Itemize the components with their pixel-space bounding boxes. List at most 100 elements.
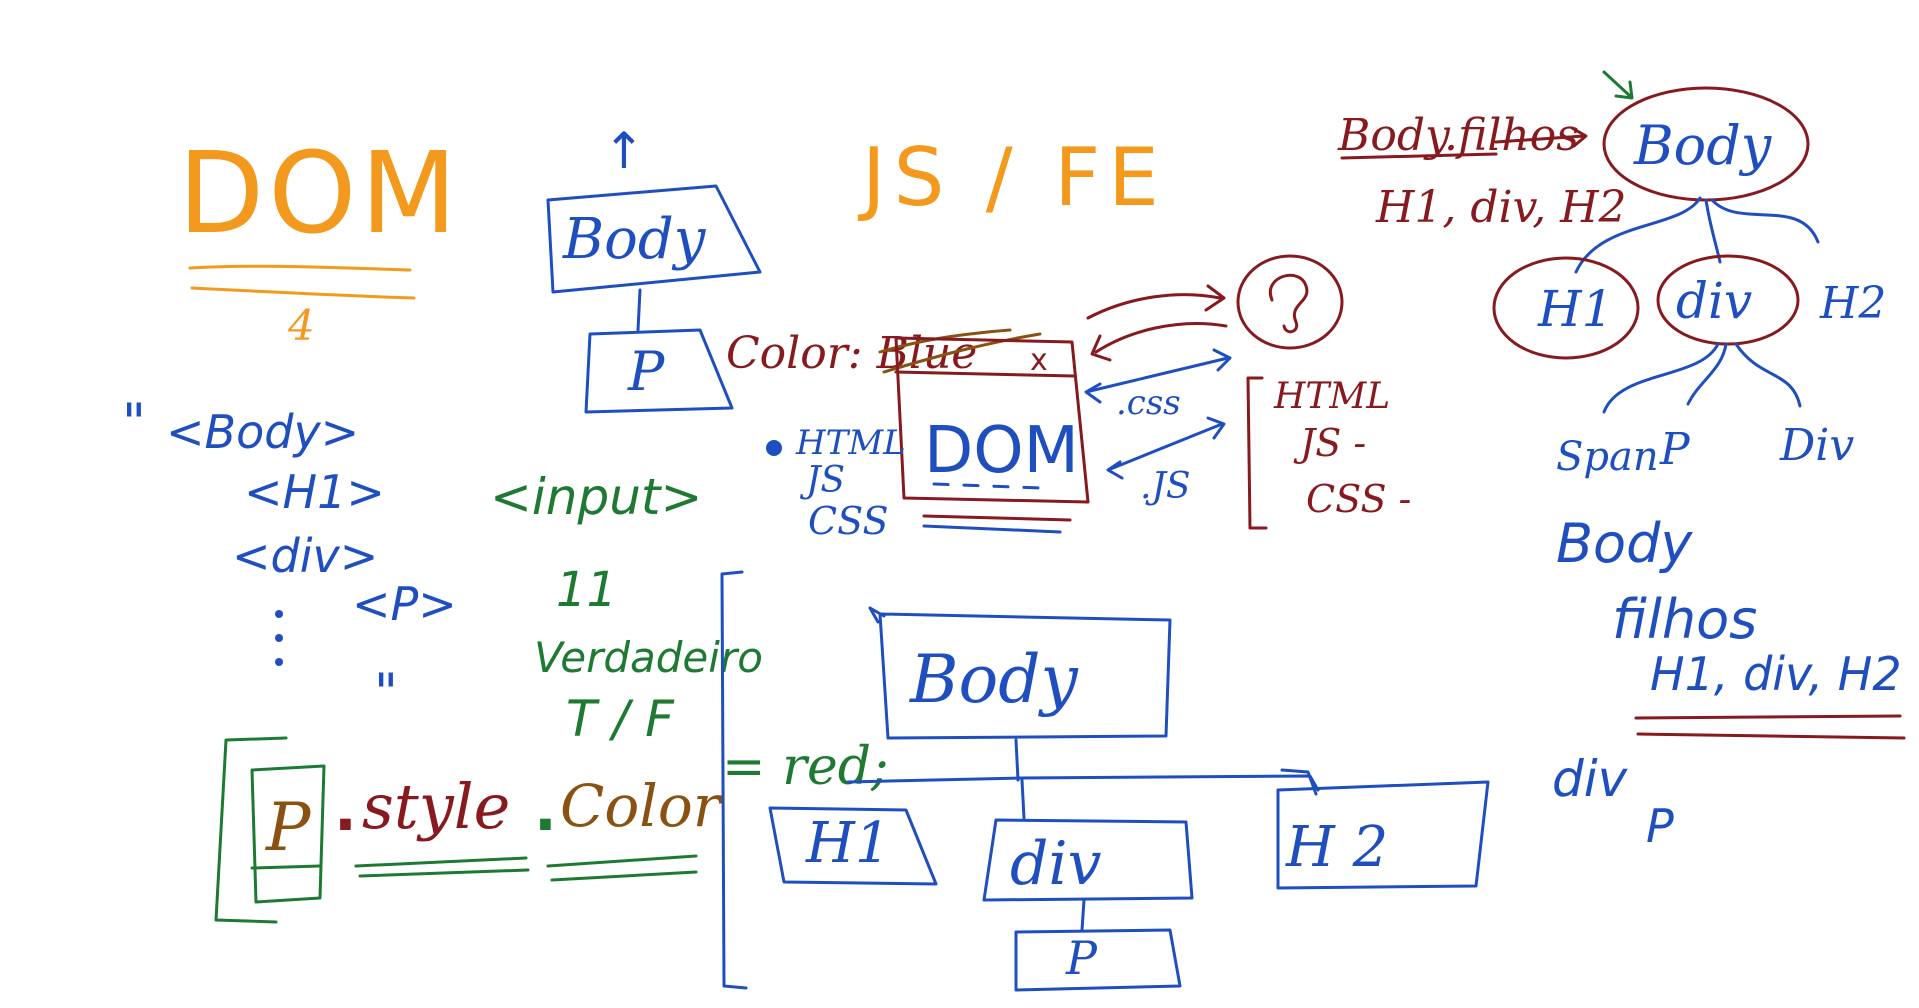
browser-titlebar-line xyxy=(894,370,1076,378)
css-label: .css xyxy=(1116,383,1181,423)
browser-window-title: DOM xyxy=(924,414,1079,488)
ellipsis-dot-3 xyxy=(275,658,283,666)
color-underline-1 xyxy=(546,854,698,868)
p-box-divider xyxy=(250,864,322,870)
bracket-css: CSS - xyxy=(1306,477,1411,521)
right-root-label: Body xyxy=(1633,114,1773,177)
main-child-h2: H 2 xyxy=(1285,815,1388,880)
main-child-h1: H1 xyxy=(805,811,890,876)
p-element-box xyxy=(250,764,326,904)
notes-div: div xyxy=(1552,750,1629,808)
right-grandchild-span: Span xyxy=(1556,434,1659,480)
js-fe-title: JS / FE xyxy=(857,131,1167,224)
right-div-oval xyxy=(1656,254,1800,346)
dom-note: 4 xyxy=(287,301,315,350)
main-grandchild-p: P xyxy=(1065,931,1098,985)
right-root-edge-left xyxy=(1574,196,1702,274)
up-arrow-icon: ↑ xyxy=(603,122,645,180)
langs-bracket xyxy=(1246,376,1268,530)
small-tree-p-label: P xyxy=(627,340,666,403)
dom-title-group: DOM 4 xyxy=(178,129,461,350)
brain-to-browser-arrow xyxy=(1090,322,1228,362)
window-base-line-1 xyxy=(922,514,1072,522)
right-tree: Body.filhos H1, div, H2 Body H1 div H2 S… xyxy=(1337,70,1886,480)
color-underline-2 xyxy=(550,870,698,882)
expr-p: P xyxy=(265,789,312,866)
caption-arrow xyxy=(1494,126,1588,148)
small-tree-body-box xyxy=(546,184,762,294)
code-body-tag: <Body> xyxy=(166,405,359,459)
code-list: " <Body> <H1> <div> <P> " xyxy=(122,393,457,723)
main-root-edge xyxy=(1014,738,1020,782)
main-h2-box xyxy=(1276,780,1490,890)
js-arrow xyxy=(1106,416,1226,480)
input-note: <input> 11 Verdadeiro T / F xyxy=(490,468,763,748)
caption-underline xyxy=(1340,152,1498,160)
right-div-edge-p xyxy=(1686,342,1728,406)
main-root-box xyxy=(878,612,1172,740)
right-root-edge-mid xyxy=(1704,198,1722,264)
dom-underline-2 xyxy=(190,286,416,300)
notes-p: P xyxy=(1646,799,1674,853)
small-tree: ↑ Body P xyxy=(546,122,762,414)
notes-underline-2 xyxy=(1636,732,1906,740)
brain-squiggle xyxy=(1268,273,1309,334)
langs-bullet-icon xyxy=(766,440,782,456)
browser-window-frame xyxy=(894,336,1090,504)
code-div-tag: <div> xyxy=(232,529,378,583)
code-open-quote: " xyxy=(122,393,146,453)
input-word: Verdadeiro xyxy=(534,633,763,682)
ellipsis-dot-1 xyxy=(275,610,283,618)
lang-js: JS xyxy=(799,460,845,501)
notes-list: H1, div, H2 xyxy=(1650,647,1902,701)
right-h1-oval xyxy=(1492,256,1640,360)
right-child-div: div xyxy=(1676,272,1752,330)
input-number: 11 xyxy=(556,562,617,618)
expr-dot-2: . xyxy=(534,775,557,845)
main-child-div: div xyxy=(1010,829,1102,899)
code-close-quote: " xyxy=(374,663,398,723)
main-sibling-line xyxy=(846,774,1320,792)
input-tag: <input> xyxy=(490,468,702,526)
js-label: .JS xyxy=(1140,466,1191,507)
right-tree-caption-list: H1, div, H2 xyxy=(1375,182,1627,233)
expr-style: style xyxy=(362,770,510,843)
browser-to-brain-arrow xyxy=(1086,284,1226,320)
color-strike-2 xyxy=(882,332,1042,374)
right-grandchild-div: Div xyxy=(1779,420,1854,471)
style-underline-1 xyxy=(354,856,528,868)
right-child-h2: H2 xyxy=(1819,278,1886,329)
input-bool: T / F xyxy=(566,690,675,748)
right-div-edge-div xyxy=(1734,342,1802,408)
dom-title: DOM xyxy=(178,129,461,259)
small-tree-p-box xyxy=(584,328,734,414)
expr-dot-1: . xyxy=(334,775,357,845)
style-expression: P . style . Color = red; xyxy=(214,736,889,924)
small-tree-edge xyxy=(636,288,642,332)
css-arrow xyxy=(1084,348,1232,404)
code-h1-tag: <H1> xyxy=(244,465,385,519)
dom-underline-1 xyxy=(188,264,412,272)
notes-body: Body xyxy=(1556,512,1693,575)
green-pointer-arrow xyxy=(1602,70,1634,100)
main-p-box xyxy=(1014,928,1182,992)
window-base-line-2 xyxy=(922,524,1062,534)
bracket-js: JS - xyxy=(1293,421,1366,465)
small-tree-body-label: Body xyxy=(562,207,707,272)
browser-sketch: Color: Blue x DOM HTML JS CSS .css .JS H… xyxy=(726,254,1411,543)
notes-underline-1 xyxy=(1634,714,1902,720)
main-tree: Body H1 div H 2 P xyxy=(720,570,1490,992)
brain-icon xyxy=(1236,254,1344,350)
right-notes: Body filhos H1, div, H2 div P xyxy=(1552,512,1906,853)
expr-color: Color xyxy=(560,772,724,840)
close-icon: x xyxy=(1030,343,1048,378)
main-h2-bracket-line xyxy=(1280,768,1318,796)
right-div-edge-span xyxy=(1602,342,1720,414)
right-tree-caption: Body.filhos xyxy=(1337,110,1579,161)
main-p-edge xyxy=(1080,898,1086,932)
bracket-html: HTML xyxy=(1273,376,1390,417)
expr-assign: = red; xyxy=(722,737,889,797)
expression-bracket xyxy=(214,736,288,924)
ellipsis-dot-2 xyxy=(275,634,283,642)
